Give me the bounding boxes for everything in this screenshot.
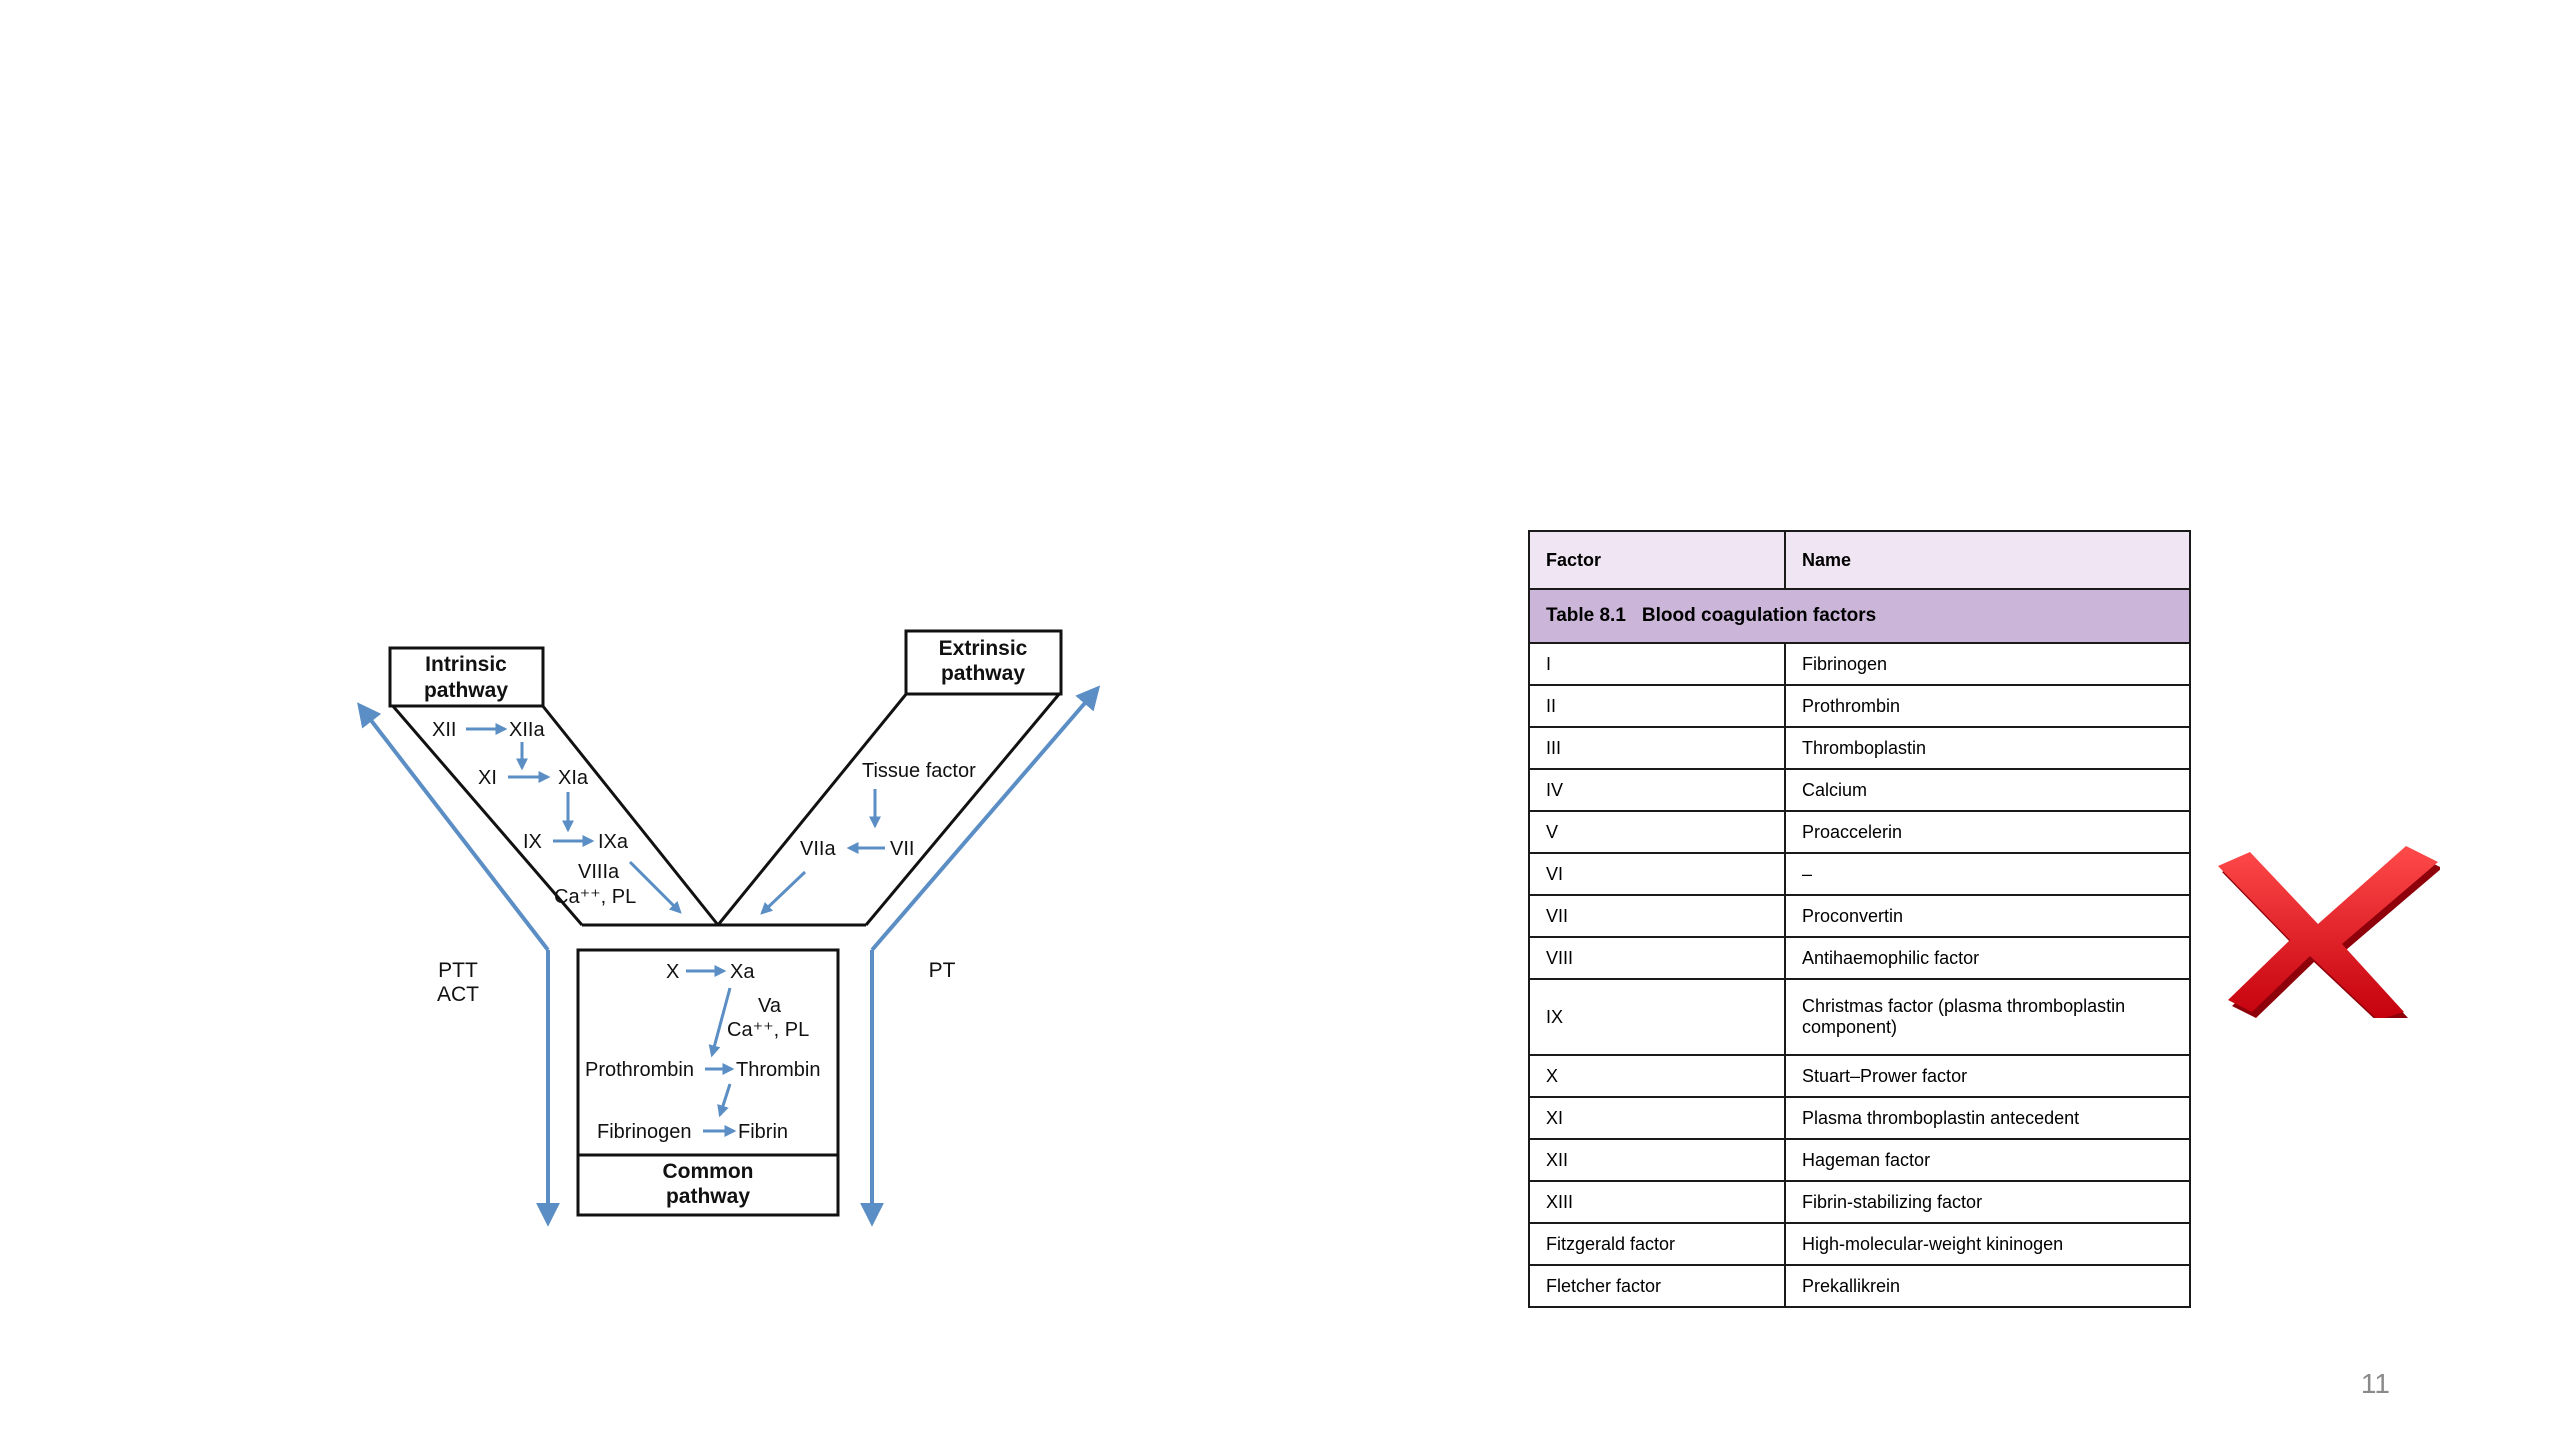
calcium-pl-label-1: Ca⁺⁺, PL	[554, 886, 636, 908]
fibrin-label: Fibrin	[738, 1121, 788, 1143]
calcium-pl-label-2: Ca⁺⁺, PL	[727, 1019, 809, 1041]
factor-cell: I	[1528, 642, 1786, 686]
act-label: ACT	[437, 983, 479, 1006]
factor-name-cell: Prothrombin	[1784, 684, 2191, 728]
factor-name-cell: Proaccelerin	[1784, 810, 2191, 854]
factor-xia-label: XIa	[558, 767, 589, 789]
table-caption-cell: Table 8.1 Blood coagulation factors	[1528, 588, 2191, 644]
factor-cell: XII	[1528, 1138, 1786, 1182]
factor-name-cell: Stuart–Prower factor	[1784, 1054, 2191, 1098]
test-range-arrows	[357, 685, 1101, 1227]
red-x-icon	[2218, 846, 2440, 1018]
factor-viia-label: VIIa	[800, 838, 836, 860]
factor-name-cell: Fibrinogen	[1784, 642, 2191, 686]
factor-name-cell: High-molecular-weight kininogen	[1784, 1222, 2191, 1266]
intrinsic-label-line1: Intrinsic	[425, 653, 507, 676]
factor-name-cell: Christmas factor (plasma thromboplastin …	[1784, 978, 2191, 1056]
factor-name-cell: Hageman factor	[1784, 1138, 2191, 1182]
factor-ixa-label: IXa	[598, 831, 629, 853]
table-caption: Table 8.1 Blood coagulation factors	[1528, 588, 2191, 644]
factor-xa-label: Xa	[730, 961, 755, 983]
extrinsic-cascade: Tissue factor VII VIIa	[760, 760, 976, 915]
table-number: Table 8.1	[1546, 605, 1626, 626]
y-shape-outline	[390, 692, 1062, 927]
table-title: Blood coagulation factors	[1641, 605, 1877, 626]
factor-xiia-label: XIIa	[509, 719, 545, 741]
factor-ix-label: IX	[523, 831, 542, 853]
common-label-line1: Common	[663, 1160, 754, 1183]
factor-name-cell: Plasma thromboplastin antecedent	[1784, 1096, 2191, 1140]
factor-name-cell: Fibrin-stabilizing factor	[1784, 1180, 2191, 1224]
intrinsic-pathway-box: Intrinsic pathway	[388, 646, 545, 708]
extrinsic-label-line1: Extrinsic	[939, 637, 1028, 660]
factor-cell: VIII	[1528, 936, 1786, 980]
factor-x-label: X	[666, 961, 679, 983]
column-header-factor: Factor	[1528, 530, 1786, 590]
factor-name-cell: –	[1784, 852, 2191, 896]
factor-cell: IV	[1528, 768, 1786, 812]
ptt-act-range-arrow-up	[357, 702, 550, 952]
factor-viiia-label: VIIIa	[578, 861, 620, 883]
page-number: 11	[2360, 1368, 2390, 1399]
factor-name-cell: Thromboplastin	[1784, 726, 2191, 770]
table-header-row: Factor Name	[1528, 530, 2191, 590]
intrinsic-label-line2: pathway	[424, 679, 508, 702]
test-labels: PTT ACT PT	[437, 959, 956, 1006]
factor-vii-label: VII	[890, 838, 914, 860]
intrinsic-cascade: XII XIIa XI XIa IX IXa VIIIa Ca⁺⁺, PL	[432, 719, 682, 914]
tissue-factor-label: Tissue factor	[862, 760, 976, 782]
factor-va-label: Va	[758, 995, 782, 1017]
ptt-label: PTT	[438, 959, 478, 982]
factor-name-cell: Prekallikrein	[1784, 1264, 2191, 1308]
thrombin-label: Thrombin	[736, 1059, 820, 1081]
factor-cell: III	[1528, 726, 1786, 770]
factor-cell: VII	[1528, 894, 1786, 938]
factor-cell: XI	[1528, 1096, 1786, 1140]
common-label-line2: pathway	[666, 1185, 750, 1208]
factor-cell: VI	[1528, 852, 1786, 896]
pt-label: PT	[929, 959, 956, 982]
factor-cell: V	[1528, 810, 1786, 854]
factor-cell: II	[1528, 684, 1786, 728]
coagulation-factors-table: Table 8.1 Blood coagulation factors Facto…	[1528, 530, 2191, 1308]
extrinsic-pathway-box: Extrinsic pathway	[904, 629, 1063, 696]
factor-cell: Fletcher factor	[1528, 1264, 1786, 1308]
column-header-name: Name	[1784, 530, 2191, 590]
factor-name-cell: Antihaemophilic factor	[1784, 936, 2191, 980]
factor-cell: X	[1528, 1054, 1786, 1098]
common-pathway-box: Common pathway	[576, 948, 840, 1217]
extrinsic-label-line2: pathway	[941, 662, 1025, 685]
factor-cell: IX	[1528, 978, 1786, 1056]
fibrinogen-label: Fibrinogen	[597, 1121, 692, 1143]
prothrombin-label: Prothrombin	[585, 1059, 694, 1081]
factor-xi-label: XI	[478, 767, 497, 789]
common-cascade: X Xa Va Ca⁺⁺, PL Prothrombin Thrombin Fi…	[585, 961, 820, 1143]
factor-name-cell: Calcium	[1784, 768, 2191, 812]
factor-cell: XIII	[1528, 1180, 1786, 1224]
factor-xii-label: XII	[432, 719, 456, 741]
pt-range-arrow-up	[870, 685, 1101, 952]
factor-name-cell: Proconvertin	[1784, 894, 2191, 938]
factor-cell: Fitzgerald factor	[1528, 1222, 1786, 1266]
table-row: VI–	[1528, 852, 2191, 896]
